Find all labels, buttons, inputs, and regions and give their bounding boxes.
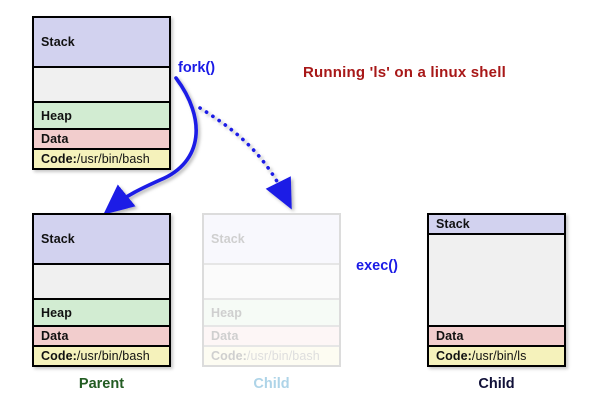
shell-band-stack-label: Stack	[41, 35, 75, 49]
child-exec-band-stack-label: Stack	[436, 217, 470, 231]
parent-band-code-path: /usr/bin/bash	[76, 349, 150, 363]
parent-process-box: Stack Heap Data Code: /usr/bin/bash	[32, 213, 171, 367]
parent-band-heap: Heap	[34, 300, 169, 327]
shell-band-heap: Heap	[34, 103, 169, 130]
shell-band-gap	[34, 68, 169, 103]
child-exec-band-data-label: Data	[436, 329, 464, 343]
parent-band-heap-label: Heap	[41, 305, 72, 320]
shell-band-data: Data	[34, 130, 169, 150]
child-exec-band-code-label: Code:	[436, 349, 472, 363]
child-forked-band-heap-label: Heap	[211, 305, 242, 320]
fork-arrow-child	[198, 106, 292, 210]
child-exec-process-box: Stack Data Code: /usr/bin/ls	[427, 213, 566, 367]
child-forked-band-code-path: /usr/bin/bash	[246, 349, 320, 363]
parent-band-stack: Stack	[34, 215, 169, 265]
child-forked-band-stack: Stack	[204, 215, 339, 265]
parent-band-code-label: Code:	[41, 349, 77, 363]
shell-band-heap-label: Heap	[41, 108, 72, 123]
child-exec-band-code: Code: /usr/bin/ls	[429, 347, 564, 365]
child-forked-band-code-label: Code:	[211, 349, 247, 363]
shell-band-data-label: Data	[41, 132, 69, 146]
page-title: Running 'ls' on a linux shell	[303, 64, 506, 81]
child-forked-band-data: Data	[204, 327, 339, 347]
child-forked-process-box: Stack Heap Data Code: /usr/bin/bash	[202, 213, 341, 367]
shell-process-box: Stack Heap Data Code: /usr/bin/bash	[32, 16, 171, 170]
child-exec-caption: Child	[478, 376, 515, 392]
child-forked-band-code: Code: /usr/bin/bash	[204, 347, 339, 365]
parent-band-gap	[34, 265, 169, 300]
parent-band-stack-label: Stack	[41, 232, 75, 246]
child-exec-band-data: Data	[429, 327, 564, 347]
child-exec-band-stack: Stack	[429, 215, 564, 235]
shell-band-code-path: /usr/bin/bash	[76, 152, 150, 166]
child-exec-band-gap	[429, 235, 564, 327]
shell-band-stack: Stack	[34, 18, 169, 68]
shell-band-code-label: Code:	[41, 152, 77, 166]
child-forked-band-stack-label: Stack	[211, 232, 245, 246]
parent-caption: Parent	[78, 376, 125, 392]
child-forked-band-data-label: Data	[211, 329, 239, 343]
child-forked-band-gap	[204, 265, 339, 300]
parent-band-data: Data	[34, 327, 169, 347]
shell-band-code: Code: /usr/bin/bash	[34, 150, 169, 168]
child-forked-caption: Child	[253, 376, 290, 392]
parent-band-data-label: Data	[41, 329, 69, 343]
child-forked-band-heap: Heap	[204, 300, 339, 327]
parent-band-code: Code: /usr/bin/bash	[34, 347, 169, 365]
child-exec-band-code-path: /usr/bin/ls	[471, 349, 527, 363]
exec-label: exec()	[356, 258, 398, 274]
fork-label: fork()	[178, 60, 216, 76]
